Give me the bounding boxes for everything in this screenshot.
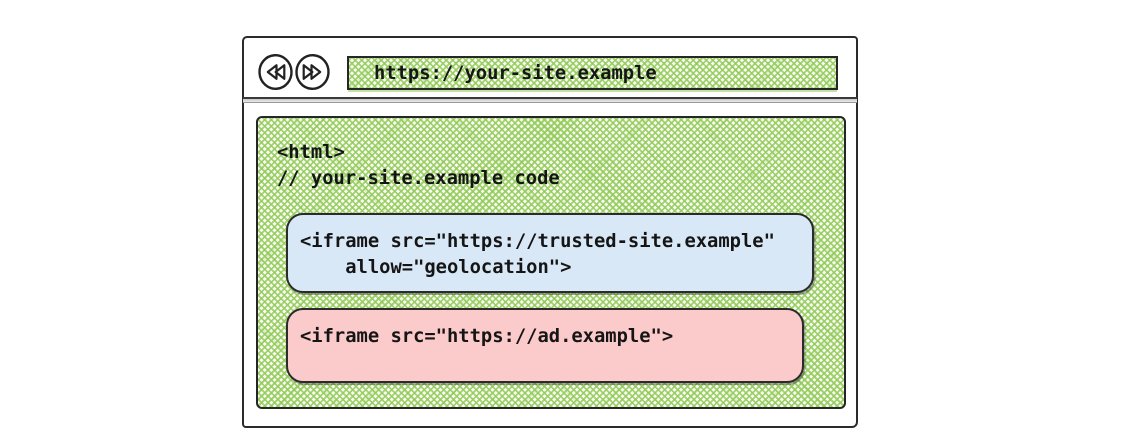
page-content-panel: <html> // your-site.example code <iframe… (256, 116, 846, 409)
toolbar-divider (243, 97, 857, 103)
browser-window: https://your-site.example <html> // your… (242, 36, 858, 428)
code-line-comment: // your-site.example code (277, 168, 560, 189)
ad-iframe-code-line1: <iframe src="https://ad.example"> (300, 326, 674, 347)
trusted-iframe-code-line1: <iframe src="https://trusted-site.exampl… (300, 231, 775, 252)
forward-button[interactable] (294, 53, 331, 91)
trusted-iframe-box: <iframe src="https://trusted-site.exampl… (286, 213, 814, 293)
back-button[interactable] (257, 53, 294, 91)
fast-forward-icon (295, 54, 330, 90)
ad-iframe-box: <iframe src="https://ad.example"> (286, 308, 804, 383)
url-text: https://your-site.example (374, 62, 657, 84)
rewind-icon (258, 54, 293, 90)
address-bar[interactable]: https://your-site.example (347, 56, 838, 90)
page-source-code: <html> // your-site.example code (277, 140, 560, 192)
trusted-iframe-code-line2: allow="geolocation"> (300, 257, 572, 278)
code-line-html-open: <html> (277, 142, 345, 163)
